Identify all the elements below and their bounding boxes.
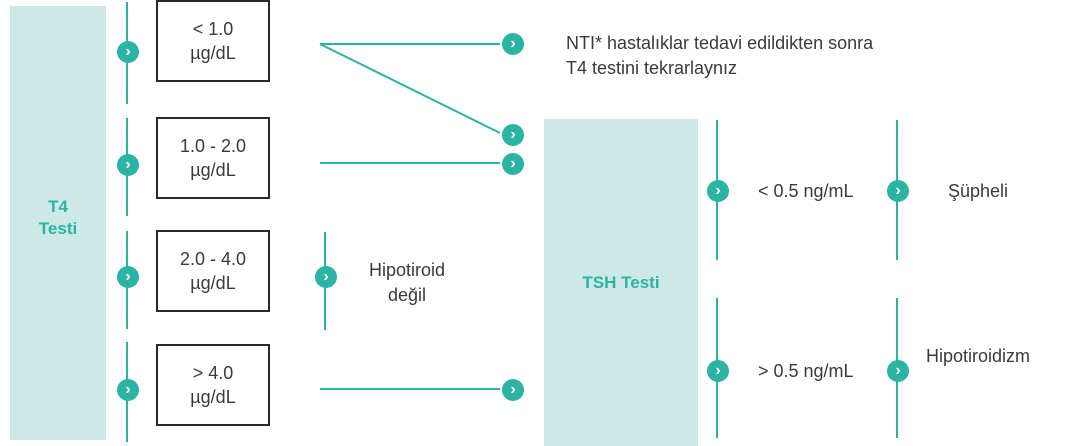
tsh-high-outcome: Hipotiroidizm: [926, 346, 1031, 366]
t4-panel: [10, 6, 106, 440]
tsh-panel: [544, 119, 698, 446]
nti-note: NTI* hastalıklar tedavi edildikten sonra…: [566, 31, 873, 81]
row4-arrow-icon: ›: [117, 379, 139, 401]
nti-note-line1: NTI* hastalıklar tedavi edildikten sonra: [566, 33, 874, 53]
tsh-low-arrow-icon: ›: [707, 180, 729, 202]
nti-arrow-icon: ›: [502, 33, 524, 55]
range-value: 1.0 - 2.0: [179, 136, 247, 156]
range-unit: µg/dL: [190, 43, 236, 63]
tsh-high-outcome-arrow-icon: ›: [887, 360, 909, 382]
t4-panel-label-line1: T4: [48, 197, 68, 216]
not-hypo-line1: Hipotiroid: [368, 260, 446, 280]
range-unit: µg/dL: [190, 387, 236, 407]
nti-note-line2: T4 testini tekrarlaynız: [566, 58, 738, 78]
tsh-low-outcome-arrow-icon: ›: [887, 180, 909, 202]
tsh-in-arrow-icon-3: ›: [502, 379, 524, 401]
range-box-1-2: 1.0 - 2.0 µg/dL: [156, 117, 270, 199]
t4-panel-label-line2: Testi: [38, 219, 78, 238]
tsh-panel-label: TSH Testi: [582, 273, 660, 292]
row2-arrow-icon: ›: [117, 154, 139, 176]
range-box-2-4: 2.0 - 4.0 µg/dL: [156, 230, 270, 312]
range-unit: µg/dL: [190, 273, 236, 293]
not-hypo-line2: değil: [387, 285, 427, 305]
row3-arrow-icon: ›: [117, 266, 139, 288]
range-box-gt-4: > 4.0 µg/dL: [156, 344, 270, 426]
tsh-in-arrow-icon-1: ›: [502, 124, 524, 146]
tsh-low-outcome: Şüpheli: [948, 181, 1009, 201]
not-hypo-arrow-icon: ›: [315, 266, 337, 288]
range-unit: µg/dL: [190, 160, 236, 180]
range-value: < 1.0: [192, 19, 234, 39]
t4-panel-label: T4 Testi: [10, 196, 106, 240]
tsh-high-range: > 0.5 ng/mL: [758, 361, 854, 381]
range-value: 2.0 - 4.0: [179, 249, 247, 269]
tsh-in-arrow-icon-2: ›: [502, 153, 524, 175]
tsh-high-arrow-icon: ›: [707, 360, 729, 382]
connector-row1-to-tsh: [319, 43, 501, 134]
not-hypo-label: Hipotiroid değil: [352, 258, 462, 308]
range-box-lt-1: < 1.0 µg/dL: [156, 0, 270, 82]
tsh-low-range: < 0.5 ng/mL: [758, 181, 854, 201]
row1-arrow-icon: ›: [117, 41, 139, 63]
range-value: > 4.0: [192, 363, 234, 383]
